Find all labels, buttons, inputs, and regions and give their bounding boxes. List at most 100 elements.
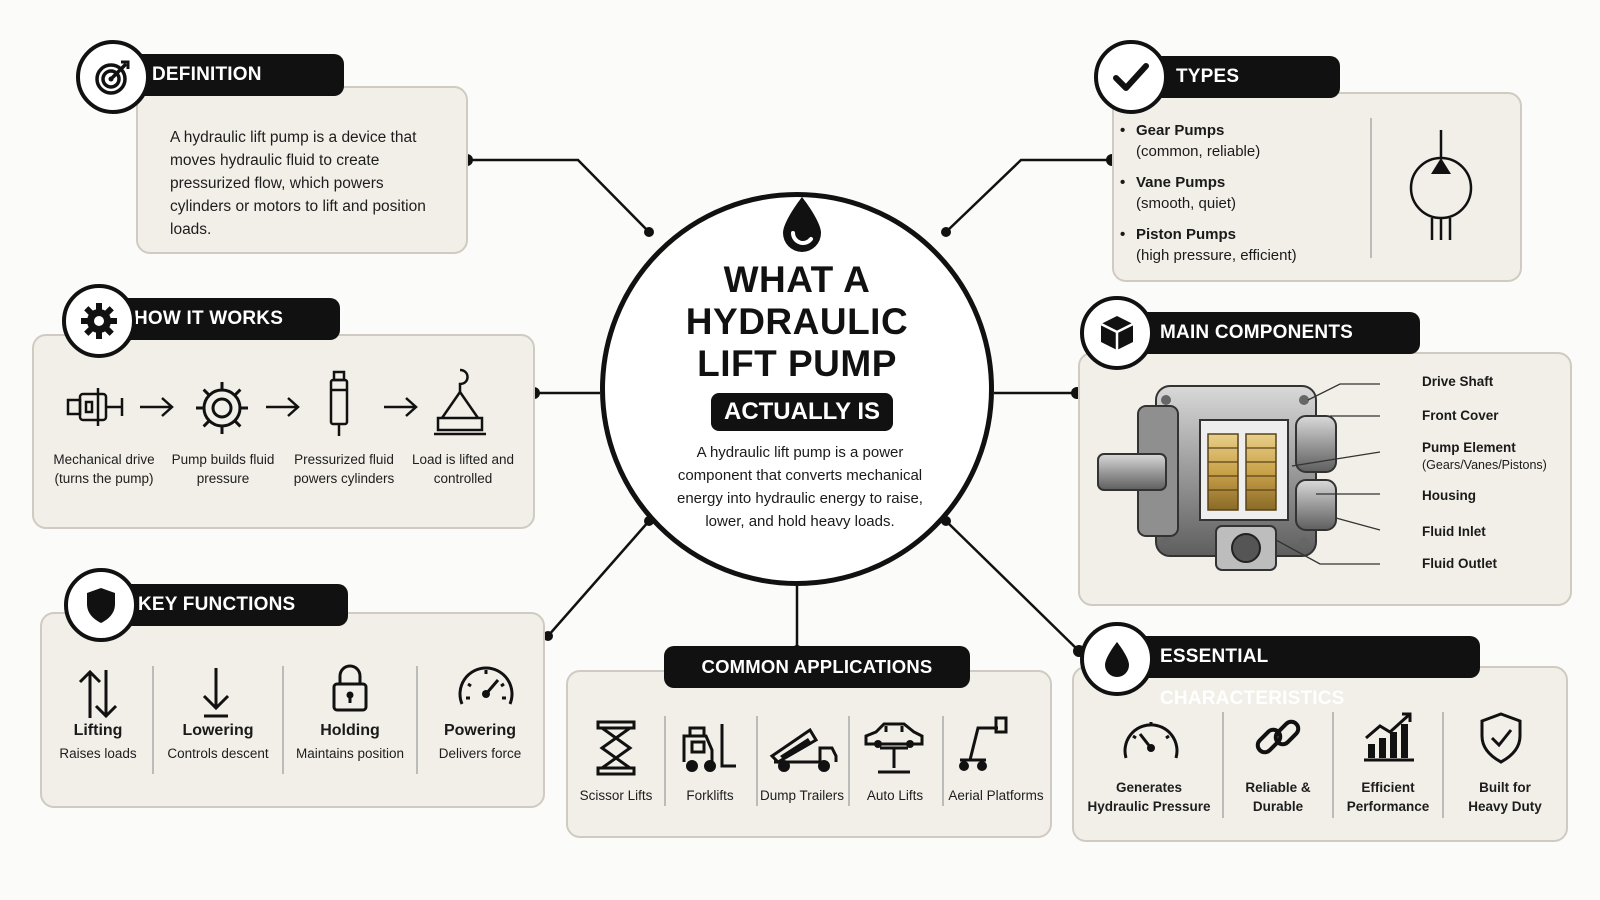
how-it-works-badge (62, 284, 136, 358)
pump-cutaway-illustration (1097, 385, 1337, 571)
padlock-icon (332, 664, 368, 712)
characteristic-line: Reliable & (1245, 780, 1311, 795)
characteristic-label: Efficient Performance (1334, 778, 1442, 816)
type-item: Vane Pumps (smooth, quiet) (1120, 172, 1297, 214)
gauge-icon (458, 666, 514, 705)
up-down-arrows-icon (78, 669, 118, 719)
component-leader-lines (1275, 383, 1381, 565)
type-item: Gear Pumps (common, reliable) (1120, 120, 1297, 162)
types-list: Gear Pumps (common, reliable) Vane Pumps… (1120, 120, 1297, 276)
characteristic-label: Built for Heavy Duty (1444, 778, 1566, 816)
drop-icon (1105, 642, 1129, 677)
center-description: A hydraulic lift pump is a power compone… (677, 444, 923, 530)
key-functions-title: KEY FUNCTIONS (104, 584, 348, 626)
common-applications-title: COMMON APPLICATIONS (664, 646, 970, 688)
essential-characteristics-badge (1080, 622, 1154, 696)
type-name: Piston Pumps (1136, 226, 1237, 243)
dump-trailer-icon (769, 727, 838, 772)
type-desc: (common, reliable) (1136, 143, 1261, 160)
component-label: Front Cover (1422, 408, 1499, 423)
function-sub: Delivers force (438, 746, 522, 761)
center-pill: ACTUALLY IS (711, 393, 893, 431)
bar-chart-icon (1364, 712, 1414, 762)
function-sub: Maintains position (295, 746, 405, 761)
definition-badge (76, 40, 150, 114)
gear-icon (196, 382, 248, 434)
types-badge (1094, 40, 1168, 114)
divider (1370, 118, 1372, 258)
pump-symbol-icon (1409, 130, 1473, 240)
step-label: Mechanical drive (turns the pump) (53, 452, 155, 486)
main-components-badge (1080, 296, 1154, 370)
component-label: Fluid Inlet (1422, 524, 1486, 539)
divider (1332, 712, 1334, 818)
step-label: Pump builds fluid pressure (171, 452, 275, 486)
common-applications-card: Scissor Lifts Forklifts Dump Trailers Au… (566, 670, 1052, 838)
scissor-lift-icon (596, 720, 636, 776)
application-label: Forklifts (686, 788, 734, 803)
type-desc: (smooth, quiet) (1136, 195, 1237, 212)
arrow-right-icon (384, 397, 418, 417)
characteristic-line: Efficient (1361, 780, 1415, 795)
application-label: Dump Trailers (759, 788, 845, 803)
characteristic-line: Built for (1479, 780, 1531, 795)
hook-load-icon (434, 368, 486, 436)
cube-icon (1100, 316, 1134, 350)
definition-title: DEFINITION (118, 54, 344, 96)
divider (282, 666, 284, 774)
characteristic-line: Generates (1115, 780, 1183, 795)
chain-link-icon (1255, 719, 1301, 755)
shield-icon (87, 588, 115, 623)
type-name: Vane Pumps (1136, 174, 1226, 191)
characteristic-label: Generates Hydraulic Pressure (1076, 778, 1222, 816)
main-components-title: MAIN COMPONENTS (1126, 312, 1420, 354)
function-title: Lifting (73, 722, 123, 739)
center-circle: WHAT A HYDRAULIC LIFT PUMP ACTUALLY IS A… (600, 192, 994, 586)
checkmark-icon (1113, 63, 1149, 91)
type-name: Gear Pumps (1136, 122, 1225, 139)
key-functions-card: Lifting Raises loads Lowering Controls d… (40, 612, 545, 808)
gear-icon (81, 303, 117, 339)
divider (756, 716, 758, 806)
characteristic-line: Heavy Duty (1468, 799, 1542, 814)
characteristic-line: Durable (1252, 799, 1304, 814)
function-title: Powering (443, 722, 516, 739)
center-title-line-3: LIFT PUMP (697, 343, 897, 384)
definition-text: A hydraulic lift pump is a device that m… (170, 129, 426, 238)
application-label: Auto Lifts (866, 788, 924, 803)
divider (664, 716, 666, 806)
down-arrow-icon (202, 668, 230, 718)
characteristic-line: Performance (1346, 799, 1430, 814)
application-label: Aerial Platforms (948, 788, 1044, 803)
how-it-works-card: Mechanical drive (turns the pump) Pump b… (32, 334, 535, 529)
key-functions-badge (64, 568, 138, 642)
essential-characteristics-title: ESSENTIAL CHARACTERISTICS (1126, 636, 1480, 709)
essential-characteristics-card: Generates Hydraulic Pressure Reliable & … (1072, 666, 1568, 842)
component-label: Housing (1422, 488, 1476, 503)
divider (152, 666, 154, 774)
arrow-right-icon (140, 397, 174, 417)
how-it-works-title: HOW IT WORKS (100, 298, 340, 340)
divider (416, 666, 418, 774)
type-item: Piston Pumps (high pressure, efficient) (1120, 224, 1297, 266)
motor-icon (66, 388, 124, 426)
divider (1442, 712, 1444, 818)
step-label: Pressurized fluid powers cylinders (293, 452, 395, 486)
type-desc: (high pressure, efficient) (1136, 247, 1297, 264)
definition-card: A hydraulic lift pump is a device that m… (136, 86, 468, 254)
types-title: TYPES (1142, 56, 1340, 98)
auto-lift-icon (864, 722, 924, 774)
step-label: Load is lifted and controlled (411, 452, 515, 486)
arrow-right-icon (266, 397, 300, 417)
function-sub: Raises loads (59, 746, 137, 761)
function-title: Holding (320, 722, 380, 739)
center-title-line-1: WHAT A (723, 259, 871, 300)
function-title: Lowering (182, 722, 254, 739)
target-icon (95, 60, 130, 95)
main-components-card (1078, 352, 1572, 606)
oil-drop-icon (783, 197, 821, 252)
cylinder-icon (329, 370, 349, 436)
center-title-line-2: HYDRAULIC (685, 301, 909, 342)
component-label: Drive Shaft (1422, 374, 1494, 389)
component-label: Pump Element (1422, 440, 1516, 455)
